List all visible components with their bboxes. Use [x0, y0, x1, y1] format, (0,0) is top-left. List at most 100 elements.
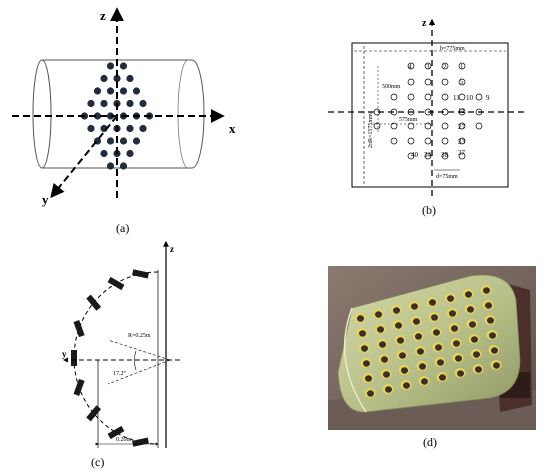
hole-dot — [119, 62, 128, 70]
radius-line-upper — [107, 339, 171, 361]
hole-circle — [407, 152, 415, 160]
height-label: 2πR=1575mm — [368, 113, 374, 148]
hole-dot — [93, 112, 102, 120]
hole-dot — [100, 149, 108, 158]
plate-segment — [86, 405, 102, 422]
spacing-label: d=75mm — [436, 174, 458, 180]
hole-dot — [100, 99, 108, 108]
photo-hole — [413, 318, 420, 325]
panel-c: z y R=0.25m 17.2° 0.20m (c) — [62, 240, 180, 469]
hole-circle — [407, 137, 415, 145]
axis-label-z-a: z — [100, 8, 106, 23]
panel-a: x z y (a) — [12, 7, 236, 235]
hole-circle — [458, 152, 466, 160]
hole-circle — [424, 137, 432, 145]
hole-dot — [126, 99, 134, 108]
label-500: 500mm — [382, 84, 401, 90]
hole-circle — [441, 93, 449, 101]
hole-grid-b — [373, 62, 483, 160]
photo-hole — [367, 390, 374, 397]
hole-number: 38 — [441, 151, 449, 159]
photo-hole — [361, 345, 368, 352]
arc-c — [73, 271, 159, 445]
hole-circle — [458, 93, 466, 101]
hole-circle — [441, 122, 449, 130]
hole-dot — [126, 149, 134, 158]
photo-hole — [381, 356, 388, 363]
hole-number: 2 — [443, 63, 447, 71]
panel-b: b=775mm 2πR=1575mm 500mm 575mm d=75mm 4 … — [328, 18, 528, 217]
hole-number: 12 — [458, 107, 466, 115]
axis-label-x-a: x — [229, 121, 236, 136]
photo-hole — [485, 302, 492, 309]
photo-hole — [417, 348, 424, 355]
caption-a: (a) — [116, 221, 129, 235]
hole-dot — [119, 137, 128, 145]
photo-hole — [471, 336, 478, 343]
cylinder-left-rim — [343, 307, 367, 413]
photo-hole — [421, 378, 428, 385]
photo-hole — [385, 386, 392, 393]
hole-circle — [441, 152, 449, 160]
photo-hole — [365, 375, 372, 382]
hole-circle — [424, 93, 432, 101]
hole-number: 34 — [424, 151, 432, 159]
photo-hole — [475, 366, 482, 373]
photo-hole — [449, 310, 456, 317]
photo-hole — [467, 306, 474, 313]
photo-hole — [439, 374, 446, 381]
hole-dot — [139, 99, 147, 108]
hole-dot — [106, 137, 115, 145]
photo-hole — [397, 337, 404, 344]
unrolled-sheet — [351, 42, 509, 188]
hole-dot — [93, 87, 102, 95]
hole-dot — [106, 87, 115, 95]
hole-circle — [441, 137, 449, 145]
hole-number: 3 — [426, 63, 430, 71]
hole-circle — [390, 93, 398, 101]
hole-dot — [113, 74, 121, 83]
y-axis-a — [50, 115, 118, 199]
hole-circle — [390, 137, 398, 145]
photo-hole — [465, 291, 472, 298]
photo-hole — [483, 287, 490, 294]
photo-hole — [457, 370, 464, 377]
photo-hole — [357, 315, 364, 322]
hole-number: 9 — [486, 94, 490, 102]
hole-circle — [407, 122, 415, 130]
hole-dot — [106, 112, 115, 120]
axis-label-y-c: y — [62, 349, 67, 359]
hole-circle — [407, 93, 415, 101]
hole-dot — [132, 137, 141, 145]
hole-circle — [424, 122, 432, 130]
caption-d: (d) — [423, 435, 437, 449]
hole-dot — [106, 162, 115, 170]
hole-circle — [475, 122, 483, 130]
hole-circle — [424, 78, 432, 86]
photo-hole — [411, 303, 418, 310]
hole-circle — [407, 78, 415, 86]
caption-b: (b) — [422, 203, 436, 217]
cylinder-right-end — [191, 59, 205, 169]
hole-number: 5 — [460, 78, 464, 86]
photo-hole — [455, 355, 462, 362]
hole-dot — [119, 162, 128, 170]
depth-label: 0.20m — [116, 437, 132, 443]
width-label: b=775mm — [440, 46, 465, 52]
hole-number: 10 — [466, 94, 474, 102]
cylinder-left-end — [32, 59, 52, 169]
hole-circle — [458, 137, 466, 145]
plate-segments — [71, 269, 149, 447]
hole-dot — [87, 124, 95, 133]
photo-hole — [393, 307, 400, 314]
photo-hole — [489, 332, 496, 339]
hole-dot — [119, 87, 128, 95]
photo-hole — [395, 322, 402, 329]
photo-hole — [377, 326, 384, 333]
photo-hole — [435, 344, 442, 351]
photo-hole — [487, 317, 494, 324]
hole-number: 4 — [408, 63, 412, 71]
hole-dot — [126, 74, 134, 83]
photo-hole — [473, 351, 480, 358]
